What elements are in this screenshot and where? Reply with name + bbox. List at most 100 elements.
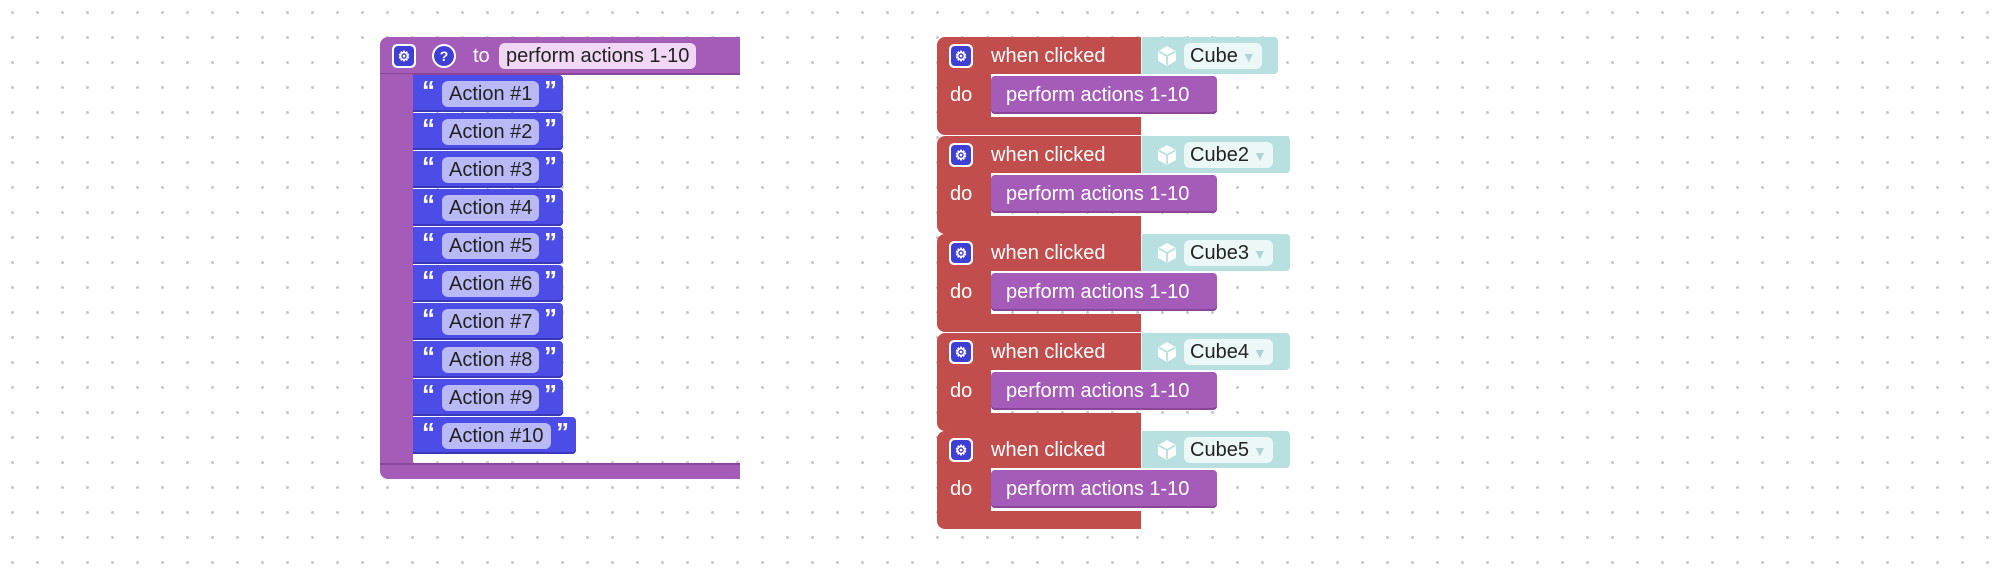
procedure-call-block[interactable]: perform actions 1-10 xyxy=(991,273,1217,311)
object-name: Cube2 xyxy=(1190,143,1249,166)
when-clicked-event-block[interactable]: ⚙ when clicked do Cube2▼ perform actions… xyxy=(937,135,1311,236)
object-name: Cube xyxy=(1190,45,1238,67)
text-block[interactable]: “ Action #10” xyxy=(413,417,576,454)
open-quote-icon: “ xyxy=(422,265,435,295)
when-clicked-event-block[interactable]: ⚙ when clicked do Cube▼ perform actions … xyxy=(937,37,1311,137)
gear-icon[interactable]: ⚙ xyxy=(392,44,416,68)
object-reference-block[interactable]: Cube▼ xyxy=(1142,37,1278,74)
cube-icon xyxy=(1158,243,1176,263)
gear-icon[interactable]: ⚙ xyxy=(949,44,973,68)
when-clicked-label: when clicked xyxy=(991,340,1106,363)
event-spine xyxy=(937,270,991,316)
cube-icon xyxy=(1158,341,1176,362)
when-clicked-event-block[interactable]: ⚙ when clicked do Cube4▼ perform actions… xyxy=(937,332,1311,433)
text-field[interactable]: Action #1 xyxy=(442,81,540,107)
dropdown-arrow-icon: ▼ xyxy=(1252,246,1267,262)
gear-icon[interactable]: ⚙ xyxy=(949,142,973,167)
close-quote-icon: ” xyxy=(544,265,557,295)
open-quote-icon: “ xyxy=(422,379,435,409)
help-icon[interactable]: ? xyxy=(432,44,456,68)
event-spine xyxy=(937,171,991,218)
text-block[interactable]: “ Action #5” xyxy=(413,227,563,264)
when-clicked-label: when clicked xyxy=(991,45,1106,67)
cube-icon xyxy=(1158,46,1176,66)
close-quote-icon: ” xyxy=(544,303,557,333)
object-dropdown[interactable]: Cube4▼ xyxy=(1184,338,1273,365)
when-clicked-event-block[interactable]: ⚙ when clicked do Cube5▼ perform actions… xyxy=(937,431,1311,531)
event-spine xyxy=(937,467,991,513)
text-block[interactable]: “ Action #4” xyxy=(413,189,563,226)
open-quote-icon: “ xyxy=(422,227,435,257)
event-footer xyxy=(937,511,1141,529)
when-clicked-label: when clicked xyxy=(991,242,1106,264)
procedure-definition-block[interactable]: ⚙ ? to perform actions 1-10 “Action #1”“… xyxy=(380,37,740,479)
text-field[interactable]: Action #3 xyxy=(442,157,540,183)
procedure-call-block[interactable]: perform actions 1-10 xyxy=(991,76,1217,114)
close-quote-icon: ” xyxy=(544,379,557,409)
procedure-to-label: to xyxy=(473,45,490,67)
cube-icon xyxy=(1158,144,1176,165)
open-quote-icon: “ xyxy=(422,303,435,333)
text-field[interactable]: Action #7 xyxy=(442,309,540,335)
text-block[interactable]: “ Action #6” xyxy=(413,265,563,302)
event-footer xyxy=(937,215,1141,234)
text-block[interactable]: “ Action #9” xyxy=(413,379,563,416)
text-field[interactable]: Action #2 xyxy=(442,119,540,145)
text-field[interactable]: Action #5 xyxy=(442,233,540,259)
dropdown-arrow-icon: ▼ xyxy=(1252,147,1267,164)
when-clicked-label: when clicked xyxy=(991,439,1106,461)
close-quote-icon: ” xyxy=(544,341,557,371)
do-label: do xyxy=(950,478,973,500)
cube-icon xyxy=(1158,440,1176,460)
event-footer xyxy=(937,117,1141,135)
text-field[interactable]: Action #9 xyxy=(442,385,540,411)
object-dropdown[interactable]: Cube2▼ xyxy=(1184,141,1273,168)
text-field[interactable]: Action #6 xyxy=(442,271,540,297)
close-quote-icon: ” xyxy=(556,417,569,447)
text-field[interactable]: Action #10 xyxy=(442,423,551,449)
object-name: Cube4 xyxy=(1190,340,1249,363)
close-quote-icon: ” xyxy=(544,75,557,105)
procedure-name-field[interactable]: perform actions 1-10 xyxy=(499,43,697,69)
text-block[interactable]: “ Action #7” xyxy=(413,303,563,340)
close-quote-icon: ” xyxy=(544,189,557,219)
procedure-call-block[interactable]: perform actions 1-10 xyxy=(991,371,1217,410)
do-label: do xyxy=(950,281,973,303)
open-quote-icon: “ xyxy=(422,341,435,371)
event-spine xyxy=(937,368,991,415)
procedure-call-block[interactable]: perform actions 1-10 xyxy=(991,174,1217,213)
close-quote-icon: ” xyxy=(544,113,557,143)
dropdown-arrow-icon: ▼ xyxy=(1252,344,1267,361)
object-reference-block[interactable]: Cube5▼ xyxy=(1142,431,1290,468)
object-dropdown[interactable]: Cube3▼ xyxy=(1184,240,1273,266)
gear-icon[interactable]: ⚙ xyxy=(949,339,973,364)
object-name: Cube3 xyxy=(1190,242,1249,264)
close-quote-icon: ” xyxy=(544,227,557,257)
procedure-spine xyxy=(380,74,413,469)
procedure-footer xyxy=(380,463,740,479)
when-clicked-label: when clicked xyxy=(991,143,1106,166)
object-dropdown[interactable]: Cube▼ xyxy=(1184,43,1262,69)
text-block[interactable]: “Action #2” xyxy=(413,113,563,150)
object-reference-block[interactable]: Cube4▼ xyxy=(1142,332,1290,370)
text-block[interactable]: “ Action #8” xyxy=(413,341,563,378)
dropdown-arrow-icon: ▼ xyxy=(1252,443,1267,459)
do-label: do xyxy=(950,379,973,402)
event-footer xyxy=(937,412,1141,431)
procedure-call-block[interactable]: perform actions 1-10 xyxy=(991,470,1217,508)
open-quote-icon: “ xyxy=(422,189,435,219)
procedure-call-label: perform actions 1-10 xyxy=(1006,478,1190,500)
open-quote-icon: “ xyxy=(422,417,435,447)
procedure-call-label: perform actions 1-10 xyxy=(1006,379,1190,402)
text-block[interactable]: “Action #1” xyxy=(413,75,563,112)
object-reference-block[interactable]: Cube3▼ xyxy=(1142,234,1290,271)
text-block[interactable]: “Action #3” xyxy=(413,151,563,188)
text-field[interactable]: Action #4 xyxy=(442,195,540,221)
text-field[interactable]: Action #8 xyxy=(442,347,540,373)
gear-icon[interactable]: ⚙ xyxy=(949,241,973,265)
object-reference-block[interactable]: Cube2▼ xyxy=(1142,135,1290,173)
when-clicked-event-block[interactable]: ⚙ when clicked do Cube3▼ perform actions… xyxy=(937,234,1311,334)
object-dropdown[interactable]: Cube5▼ xyxy=(1184,437,1273,463)
gear-icon[interactable]: ⚙ xyxy=(949,438,973,462)
